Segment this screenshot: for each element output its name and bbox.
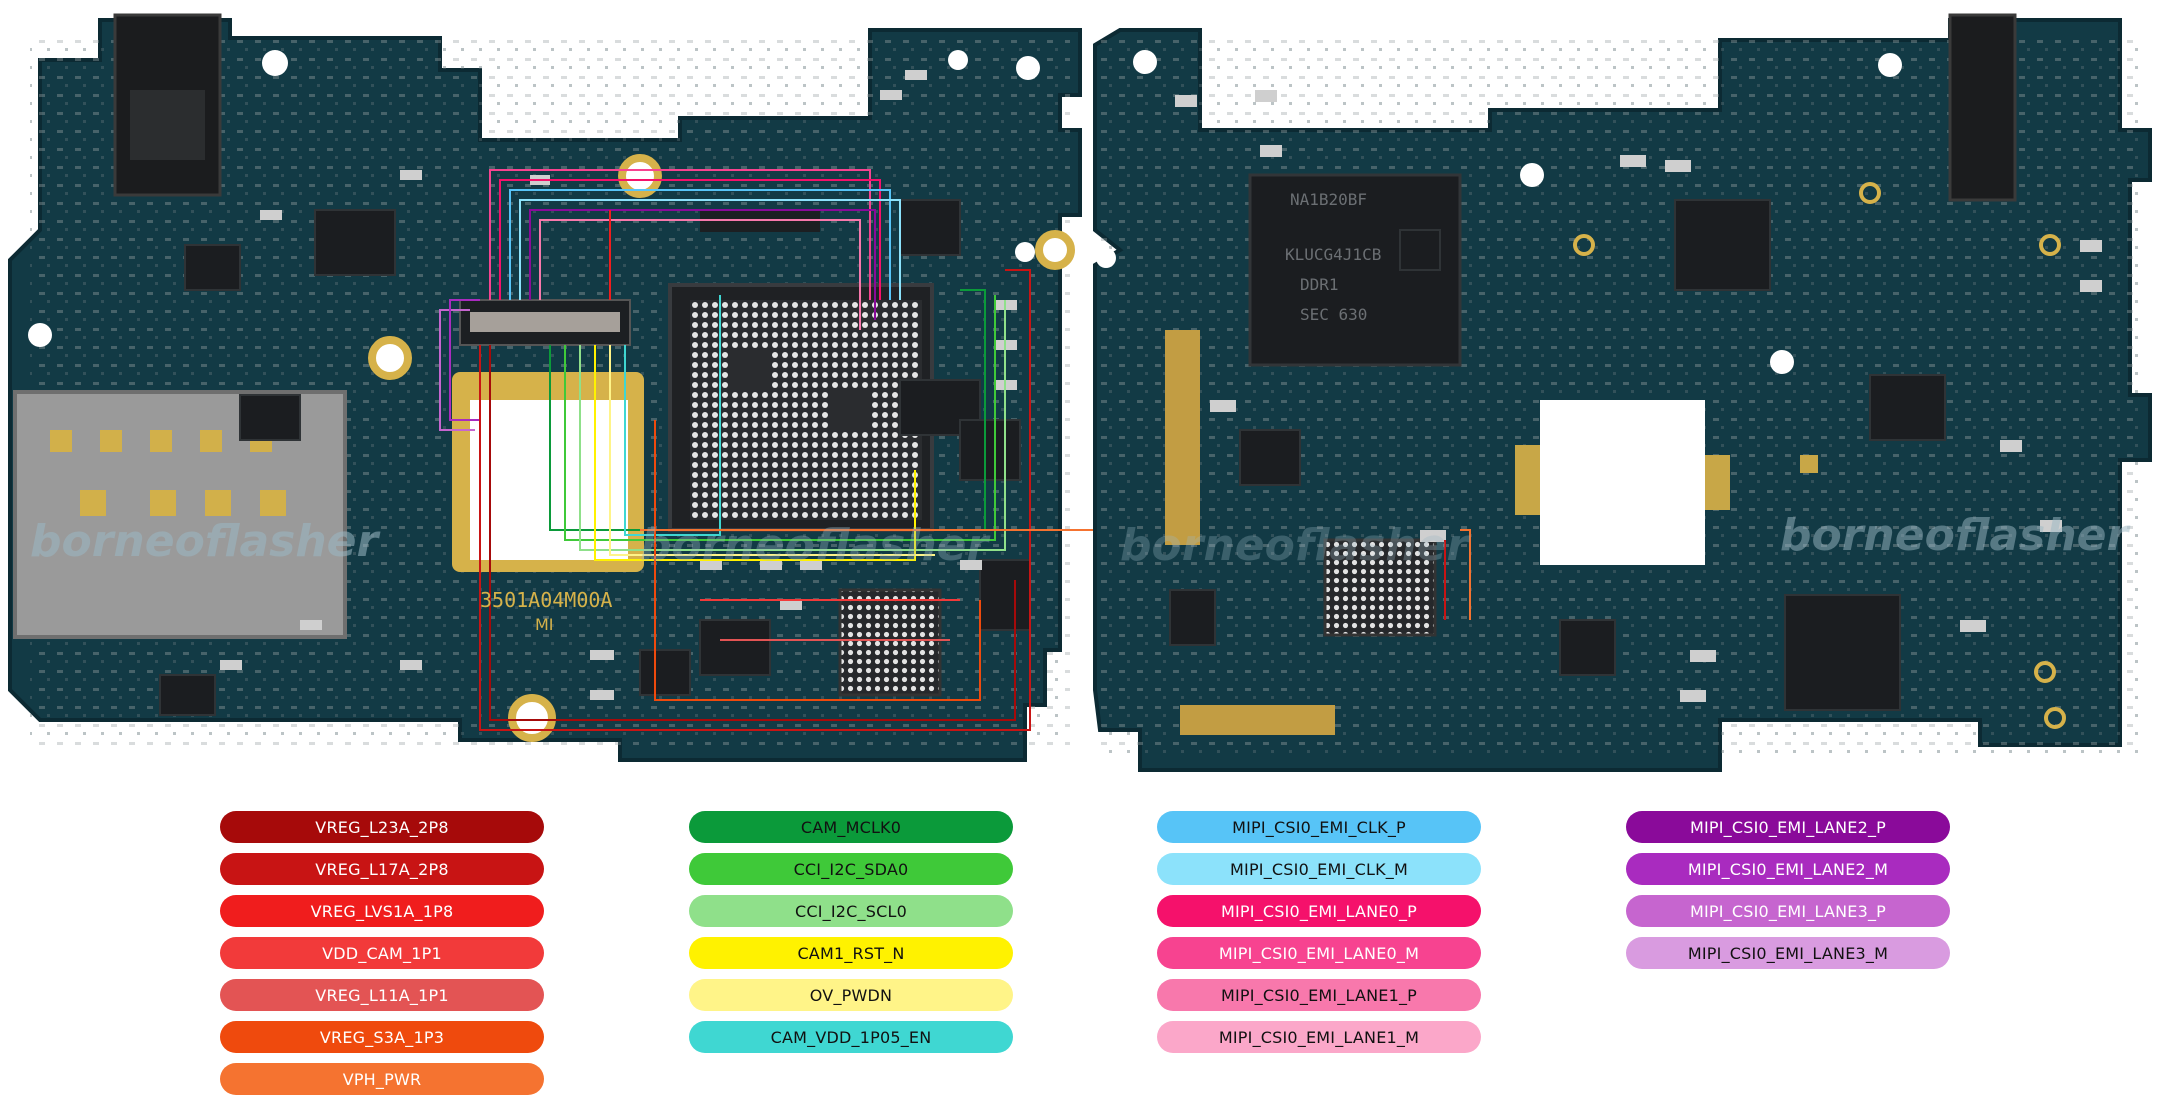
legend-item: VDD_CAM_1P1 [220, 937, 544, 969]
legend-item: MIPI_CSI0_EMI_LANE1_P [1157, 979, 1481, 1011]
legend-item: CAM1_RST_N [689, 937, 1013, 969]
emmc-mark-2: KLUCG4J1CB [1285, 245, 1381, 264]
emmc-mark-1: NA1B20BF [1290, 190, 1367, 209]
legend-item: MIPI_CSI0_EMI_LANE0_M [1157, 937, 1481, 969]
headphone-jack-right [1948, 13, 2017, 202]
watermark-right-2: borneoflasher [1120, 520, 1470, 571]
board-cutout [1540, 400, 1705, 565]
pcb-diagram: 3501A04M00A MI borneoflasher borneoflash… [8, 13, 2152, 772]
legend-item: OV_PWDN [689, 979, 1013, 1011]
left-board: 3501A04M00A MI borneoflasher borneoflash… [8, 13, 1471, 762]
fpc-pad-strip-bottom [1180, 705, 1335, 735]
watermark-left: borneoflasher [30, 516, 380, 567]
legend-item: VREG_L11A_1P1 [220, 979, 544, 1011]
watermark-right: borneoflasher [1780, 510, 2130, 561]
legend-item: MIPI_CSI0_EMI_LANE2_M [1626, 853, 1950, 885]
legend-item: VREG_S3A_1P3 [220, 1021, 544, 1053]
legend-item: VREG_L17A_2P8 [220, 853, 544, 885]
legend-item: MIPI_CSI0_EMI_CLK_P [1157, 811, 1481, 843]
legend-item: MIPI_CSI0_EMI_LANE3_M [1626, 937, 1950, 969]
watermark-mid: borneoflasher [640, 520, 990, 571]
legend-item: CCI_I2C_SDA0 [689, 853, 1013, 885]
legend-item: MIPI_CSI0_EMI_LANE0_P [1157, 895, 1481, 927]
bga-pads-right [1323, 538, 1437, 637]
legend-item: VREG_L23A_2P8 [220, 811, 544, 843]
legend-item: MIPI_CSI0_EMI_LANE2_P [1626, 811, 1950, 843]
right-board: NA1B20BF KLUCG4J1CB DDR1 SEC 630 [1093, 13, 2152, 772]
pmic-chip [838, 588, 942, 697]
emmc-mark-3: DDR1 [1300, 275, 1339, 294]
legend-item: VPH_PWR [220, 1063, 544, 1095]
fpc-pad-strip [1165, 330, 1200, 545]
legend-item: CCI_I2C_SCL0 [689, 895, 1013, 927]
part-number-label: 3501A04M00A [480, 588, 612, 612]
legend-item: VREG_LVS1A_1P8 [220, 895, 544, 927]
legend-item: MIPI_CSI0_EMI_LANE1_M [1157, 1021, 1481, 1053]
legend-item: CAM_MCLK0 [689, 811, 1013, 843]
legend-item: CAM_VDD_1P05_EN [689, 1021, 1013, 1053]
legend-item: MIPI_CSI0_EMI_CLK_M [1157, 853, 1481, 885]
brand-mark: MI [535, 615, 554, 634]
legend-item: MIPI_CSI0_EMI_LANE3_P [1626, 895, 1950, 927]
emmc-mark-4: SEC 630 [1300, 305, 1367, 324]
